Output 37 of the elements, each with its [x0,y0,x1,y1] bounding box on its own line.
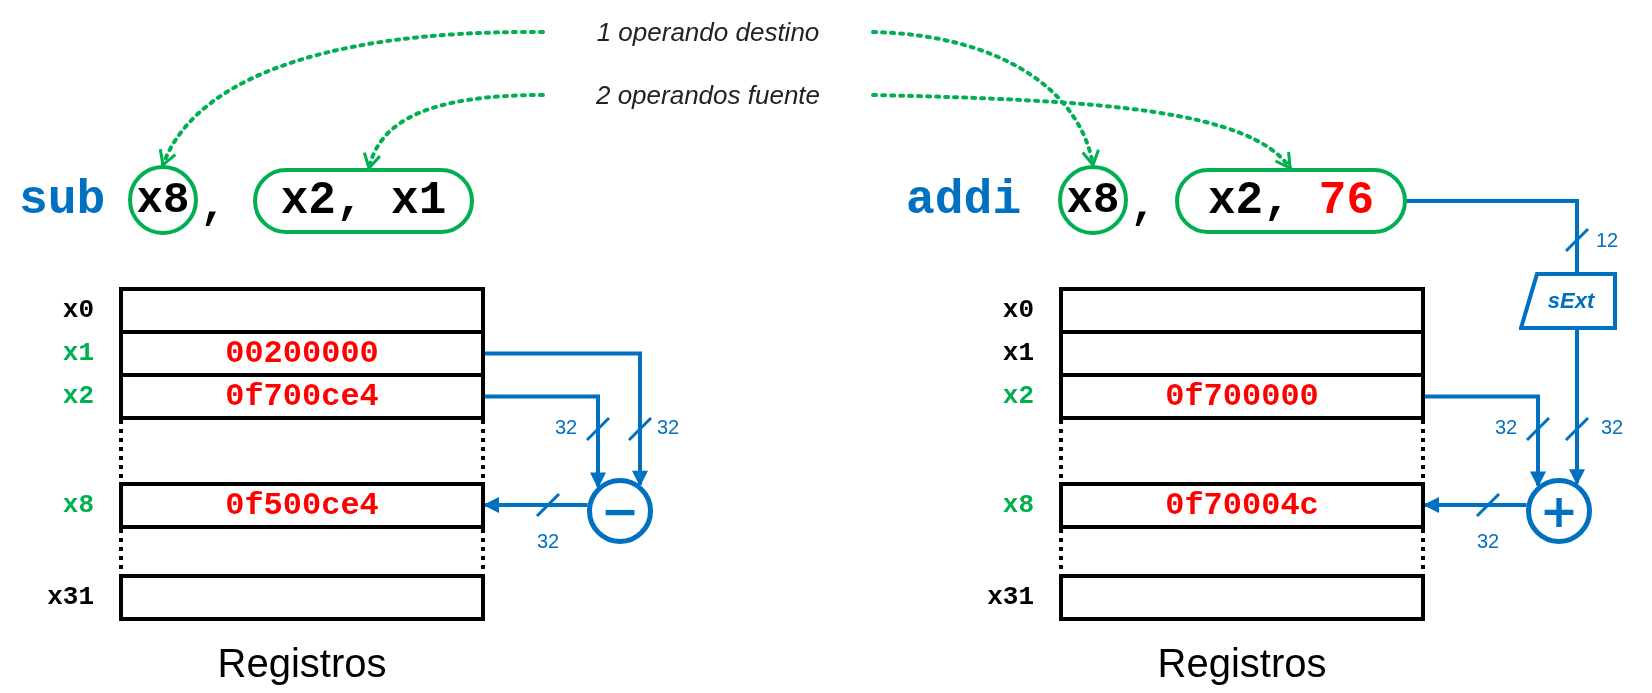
register-cell: 0f70004c [1059,482,1425,529]
register-name: x8 [1001,490,1034,520]
bus-arrow [1425,394,1546,488]
register-name: x2 [1001,381,1034,411]
bus-arrow [485,351,648,487]
register-operand-circle: x8 [128,165,198,235]
register-file-label: Registros [1156,641,1328,687]
register-file-label: Registros [216,641,388,687]
comma-separator: , [200,180,227,233]
register-cell: 0f500ce4 [119,482,485,529]
operand-group-pill: x2, x1 [253,168,474,234]
register-operand-circle: x8 [1058,165,1128,235]
register-name: x2 [61,381,94,411]
dotted-arrow [364,93,545,170]
register-name: x0 [1001,295,1034,325]
empty-register-cell [1059,574,1425,621]
alu-circle: − [587,478,653,544]
dotted-arrow [871,93,1292,170]
empty-register-cell [119,574,485,621]
register-name: x31 [46,582,94,612]
dotted-arrow [871,30,1099,167]
bus-arrow [485,394,606,489]
annotation-text: 2 operandos fuente [543,78,873,112]
register-name: x1 [1001,338,1034,368]
register-name: x31 [986,582,1034,612]
register-name: x8 [61,490,94,520]
register-name: x0 [61,295,94,325]
sign-extend-unit: sExt [1519,272,1617,330]
dotted-arrow [160,30,545,167]
bus-arrow [1569,330,1585,486]
operand-group-pill: x2, 76 [1175,168,1407,234]
annotation-text: 1 operando destino [543,15,873,49]
instruction-mnemonic: sub [19,172,106,228]
alu-circle: + [1526,478,1592,544]
register-name: x1 [61,338,94,368]
instruction-mnemonic: addi [906,172,1022,228]
comma-separator: , [1130,180,1157,233]
